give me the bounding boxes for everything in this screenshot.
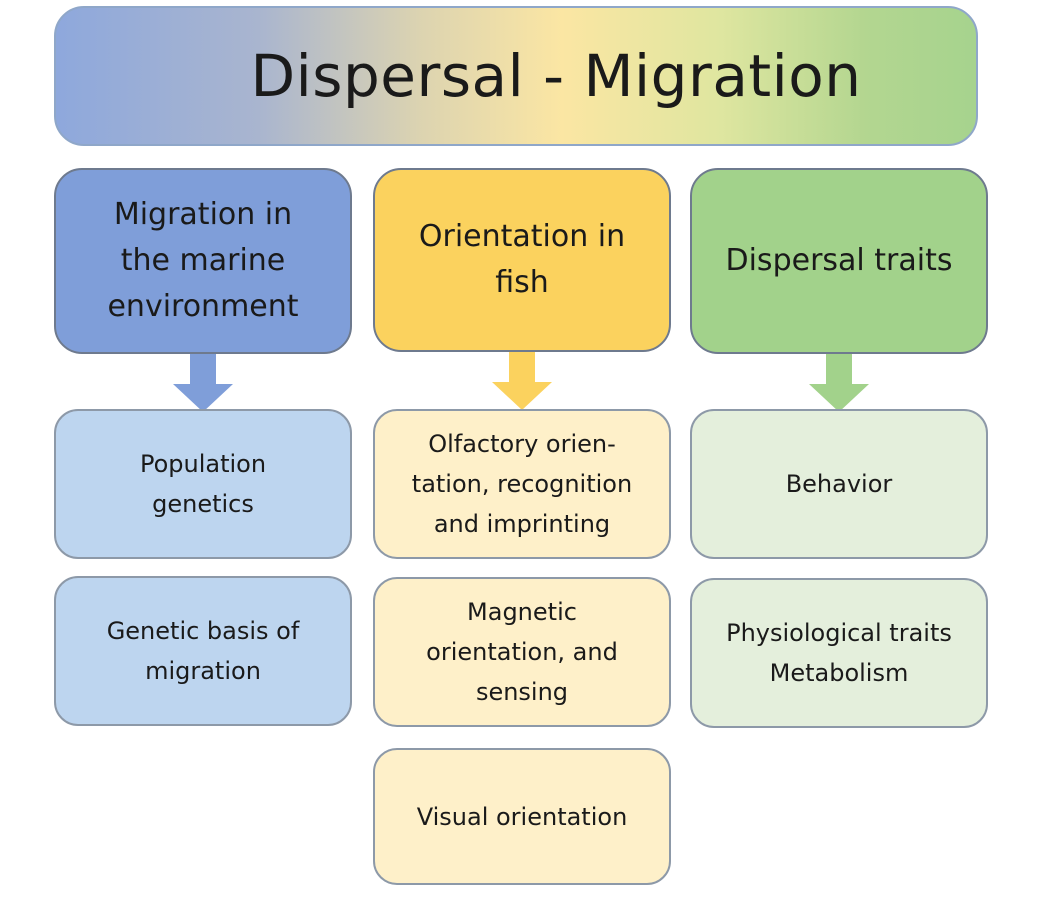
item-genetic-basis-migration: Genetic basis of migration <box>54 576 352 726</box>
item-physiological-traits: Physiological traits Metabolism <box>690 578 988 728</box>
header-dispersal-traits: Dispersal traits <box>690 168 988 354</box>
item-olfactory-orientation: Olfactory orien- tation, recognition and… <box>373 409 671 559</box>
item-behavior: Behavior <box>690 409 988 559</box>
header-orientation-fish: Orientation in fish <box>373 168 671 352</box>
diagram-title: Dispersal - Migration <box>54 6 978 146</box>
item-population-genetics: Population genetics <box>54 409 352 559</box>
item-magnetic-orientation: Magnetic orientation, and sensing <box>373 577 671 727</box>
item-visual-orientation: Visual orientation <box>373 748 671 885</box>
header-migration-marine: Migration in the marine environment <box>54 168 352 354</box>
